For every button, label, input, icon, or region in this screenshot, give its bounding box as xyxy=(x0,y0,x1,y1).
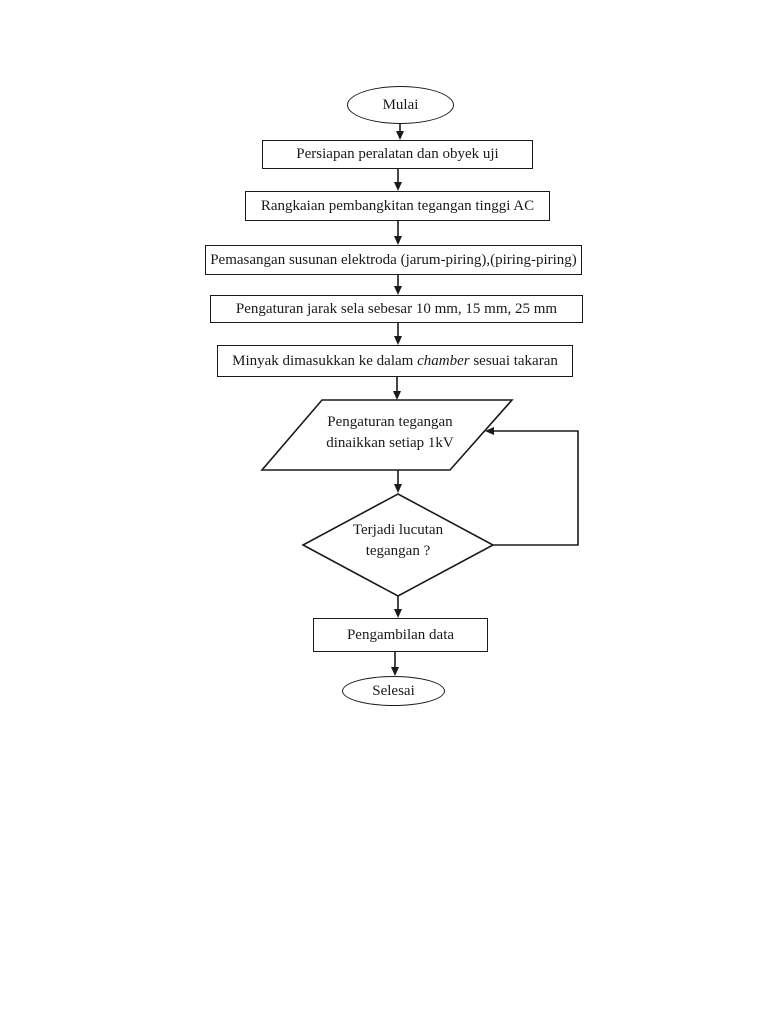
process-step-label: Minyak dimasukkan ke dalam chamber sesua… xyxy=(232,352,558,369)
arrow-input-to-decision xyxy=(394,470,402,493)
decision-diamond-label: Terjadi lucutan tegangan ? xyxy=(352,522,444,559)
process-step-label: Persiapan peralatan dan obyek uji xyxy=(296,146,499,163)
process-step-label: Pemasangan susunan elektroda (jarum-piri… xyxy=(210,251,577,268)
start-label: Mulai xyxy=(382,96,419,113)
process-step-label: Rangkaian pembangkitan tegangan tinggi A… xyxy=(260,197,535,214)
arrow-decision-loopback xyxy=(485,427,579,546)
end-terminator: Selesai xyxy=(342,676,445,706)
process-step-data-collection: Pengambilan data xyxy=(313,618,488,652)
italic-word-chamber: chamber xyxy=(417,352,470,369)
process-step-electrode: Pemasangan susunan elektroda (jarum-piri… xyxy=(205,245,582,275)
arrow-step1-to-step2 xyxy=(394,169,402,191)
process-step-gap-setting: Pengaturan jarak sela sebesar 10 mm, 15 … xyxy=(210,295,583,323)
process-step-oil-chamber: Minyak dimasukkan ke dalam chamber sesua… xyxy=(217,345,573,377)
arrow-step4-to-step5 xyxy=(394,323,402,345)
arrow-step3-to-step4 xyxy=(394,275,402,295)
arrow-decision-to-collect xyxy=(394,596,402,618)
start-terminator: Mulai xyxy=(347,86,454,124)
process-step-preparation: Persiapan peralatan dan obyek uji xyxy=(262,140,533,169)
process-step-label: Pengaturan jarak sela sebesar 10 mm, 15 … xyxy=(235,300,558,317)
process-step-circuit: Rangkaian pembangkitan tegangan tinggi A… xyxy=(245,191,550,221)
arrow-step5-to-input xyxy=(393,377,401,400)
arrow-start-to-step1 xyxy=(396,124,404,140)
process-step-label: Pengambilan data xyxy=(346,626,455,643)
input-parallelogram-shape xyxy=(260,399,514,471)
end-label: Selesai xyxy=(372,682,415,699)
input-parallelogram-label: Pengaturan tegangan dinaikkan setiap 1kV xyxy=(326,414,454,451)
arrow-step2-to-step3 xyxy=(394,221,402,245)
arrow-collect-to-end xyxy=(391,652,399,676)
